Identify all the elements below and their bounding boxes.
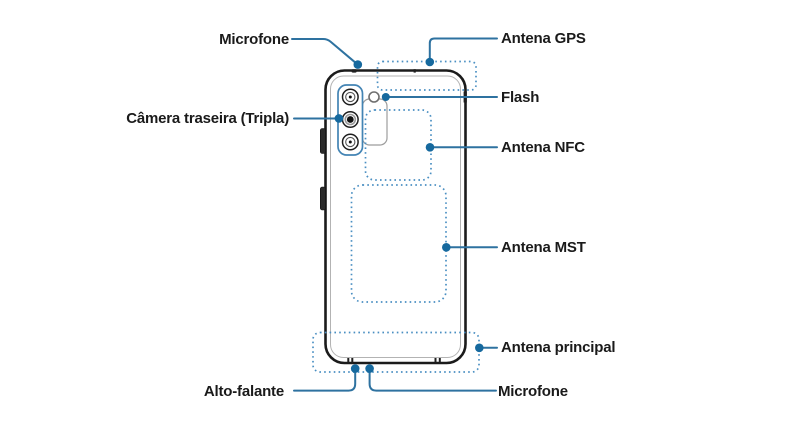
callout-dot-microphone-top (353, 60, 363, 69)
label-antenna-main: Antena principal (501, 339, 616, 356)
volume-button (319, 128, 326, 154)
callout-dot-rear-camera (334, 114, 344, 123)
phone-back-panel-line (330, 75, 461, 358)
label-microphone-bottom: Microfone (498, 382, 568, 400)
callout-line-microphone-bottom (368, 368, 497, 392)
callout-dot-microphone-bottom (365, 364, 374, 373)
callout-dot-antenna-gps (425, 57, 435, 67)
callout-dot-flash (381, 93, 390, 101)
callout-line-microphone-top (291, 38, 357, 64)
flash-led (368, 91, 380, 103)
main-antenna-region (312, 331, 480, 373)
callout-dot-antenna-nfc (425, 143, 435, 152)
top-antenna-separator-mark (413, 69, 416, 73)
callout-line-antenna-gps (428, 37, 498, 62)
top-microphone-hole (351, 69, 357, 73)
label-speaker: Alto-falante (203, 382, 284, 400)
callout-line-speaker (293, 368, 357, 392)
bottom-antenna-mark-2 (438, 358, 441, 363)
bottom-speaker-mark-2 (351, 358, 354, 363)
callout-dot-antenna-main (475, 343, 484, 353)
camera-lens-top (341, 88, 359, 106)
bottom-antenna-mark-1 (434, 358, 437, 363)
power-button (319, 186, 326, 211)
callout-dot-speaker (350, 364, 360, 373)
camera-lens-middle (341, 110, 359, 129)
callout-dot-antenna-mst (442, 243, 451, 252)
label-antenna-nfc: Antena NFC (501, 139, 585, 156)
bottom-speaker-mark-1 (347, 358, 350, 363)
label-antenna-gps: Antena GPS (501, 30, 586, 47)
camera-lens-bottom (341, 133, 359, 151)
label-rear-camera: Câmera traseira (Tripla) (126, 110, 289, 127)
label-microphone-top: Microfone (219, 30, 289, 48)
label-flash: Flash (501, 88, 540, 106)
label-antenna-mst: Antena MST (501, 239, 586, 256)
